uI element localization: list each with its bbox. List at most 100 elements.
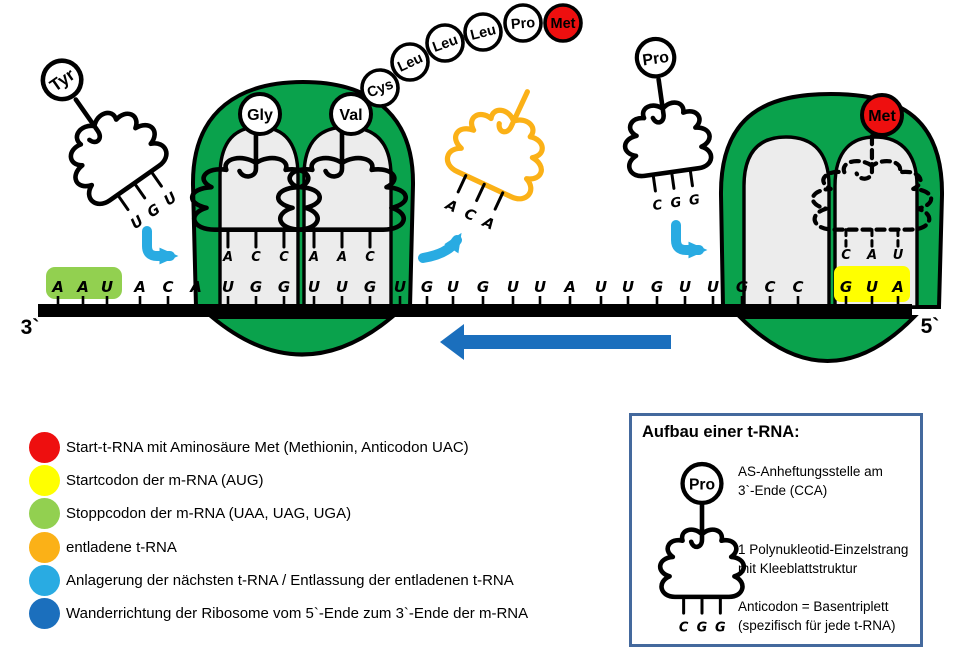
mrna-letter: A	[133, 278, 146, 296]
trna-val: Val A A C	[278, 92, 406, 265]
mrna-letter: U	[507, 278, 519, 296]
ribosome-right-empty-site	[742, 135, 831, 309]
ribosome-right-small-subunit	[735, 315, 919, 363]
anticodon-letter: C	[251, 250, 261, 265]
trna-gly: Gly A C C	[192, 92, 320, 265]
mrna-letter: C	[764, 278, 775, 296]
chain-amino-circle	[503, 3, 543, 43]
mrna-letter: U	[394, 278, 406, 296]
info-note-attachment: AS-Anheftungsstelle am 3`-Ende (CCA)	[738, 464, 883, 499]
mrna-letter: G	[421, 278, 433, 296]
trna-pro: Pro C G G	[611, 36, 719, 214]
anticodon-letter: A	[866, 248, 877, 263]
mrna-letter: U	[866, 278, 878, 296]
mrna-letter: U	[336, 278, 348, 296]
mrna-strand: A A U A C A U G G U U G U G U G U U A U …	[21, 278, 940, 339]
mrna-letter: A	[891, 278, 904, 296]
anticodon-letter: C	[462, 206, 479, 225]
legend-label: Startcodon der m-RNA (AUG)	[66, 472, 264, 490]
anticodon-letter: G	[145, 201, 164, 221]
legend-row: Start-t-RNA mit Aminosäure Met (Methioni…	[28, 431, 528, 464]
chain-amino-circle	[463, 12, 503, 52]
tyr-amino-circle	[40, 58, 84, 102]
anticodon-letter: C	[652, 198, 664, 214]
chain-amino-circle	[390, 42, 430, 82]
val-amino-circle	[329, 92, 373, 136]
amino-label: Val	[339, 107, 362, 124]
mrna-letter: C	[792, 278, 803, 296]
mrna-letter: G	[278, 278, 290, 296]
anticodon-letter: A	[336, 250, 347, 265]
legend-row: Stoppcodon der m-RNA (UAA, UAG, UGA)	[28, 497, 528, 530]
legend-dot-red	[29, 432, 60, 464]
legend-dot-orange	[29, 531, 60, 563]
chain-amino-label: Met	[551, 16, 576, 32]
legend-dot-green	[29, 498, 60, 530]
anticodon-letter: C	[279, 250, 289, 265]
peptide-chain: Cys Leu Leu Leu Pro Met	[360, 3, 583, 108]
ribosome-left	[190, 79, 416, 309]
mrna-bar	[38, 304, 912, 317]
mrna-letter: U	[534, 278, 546, 296]
start-codon-highlight	[834, 266, 910, 302]
mrna-letter: A	[189, 278, 202, 296]
attach-arrow-right	[671, 220, 708, 259]
anticodon-letter: A	[308, 250, 319, 265]
amino-label: Gly	[247, 107, 273, 124]
legend-dot-lightblue	[29, 564, 60, 596]
gly-amino-circle	[238, 92, 282, 136]
ribosome-right	[718, 91, 945, 309]
three-prime-label: 3`	[21, 316, 40, 339]
info-box-title: Aufbau einer t-RNA:	[642, 423, 800, 441]
pro-amino-circle	[634, 36, 677, 79]
release-arrow-middle	[418, 232, 462, 263]
legend-label: Wanderrichtung der Ribosome vom 5`-Ende …	[66, 605, 529, 623]
mrna-letter: U	[595, 278, 607, 296]
mrna-letter: A	[563, 278, 576, 296]
mrna-letter: G	[364, 278, 376, 296]
anticodon-letter: U	[161, 190, 180, 210]
chain-amino-label: Leu	[469, 22, 498, 44]
info-note-strand: 1 Polynukleotid-Einzelstrang mit Kleebla…	[738, 542, 909, 577]
mrna-letter: U	[707, 278, 719, 296]
trna-tyr: Tyr U G U	[13, 58, 180, 233]
legend-dot-yellow	[29, 465, 60, 497]
chain-amino-label: Pro	[510, 15, 536, 33]
trna-info-box: Aufbau einer t-RNA: Pro C G G AS-Anheftu…	[629, 413, 923, 647]
stop-codon-highlight	[46, 267, 122, 299]
anticodon-letter: G	[715, 620, 726, 635]
attach-arrow-left	[142, 226, 179, 265]
anticodon-letter: C	[365, 250, 375, 265]
legend-row: Wanderrichtung der Ribosome vom 5`-Ende …	[28, 597, 528, 630]
anticodon-letter: C	[841, 248, 851, 263]
mrna-letter: G	[477, 278, 489, 296]
legend: Start-t-RNA mit Aminosäure Met (Methioni…	[28, 431, 528, 630]
mrna-letter: G	[736, 278, 748, 296]
legend-label: Stoppcodon der m-RNA (UAA, UAG, UGA)	[66, 505, 352, 523]
amino-label: Pro	[689, 476, 715, 493]
anticodon-letter: A	[442, 197, 460, 217]
legend-dot-darkblue	[29, 598, 60, 630]
mrna-letter: G	[840, 278, 852, 296]
mrna-letter: U	[447, 278, 459, 296]
anticodon-letter: U	[893, 248, 904, 263]
trna-unloaded: A C A	[424, 72, 569, 234]
mrna-letter: G	[651, 278, 663, 296]
movement-arrow	[440, 324, 671, 360]
met-amino-circle	[860, 93, 904, 137]
chain-amino-circle	[425, 23, 465, 63]
mrna-letter: A	[76, 278, 89, 296]
mrna-letter: U	[222, 278, 234, 296]
trna-met-dashed: Met C A U	[813, 93, 931, 263]
legend-label: entladene t-RNA	[66, 538, 177, 556]
mrna-letter: U	[622, 278, 634, 296]
mrna-letter: A	[51, 278, 64, 296]
anticodon-letter: C	[679, 620, 689, 635]
legend-label: Start-t-RNA mit Aminosäure Met (Methioni…	[66, 439, 469, 457]
amino-label: Pro	[641, 49, 670, 70]
anticodon-letter: A	[479, 214, 497, 234]
mrna-letter: U	[101, 278, 113, 296]
mrna-letter: C	[162, 278, 173, 296]
